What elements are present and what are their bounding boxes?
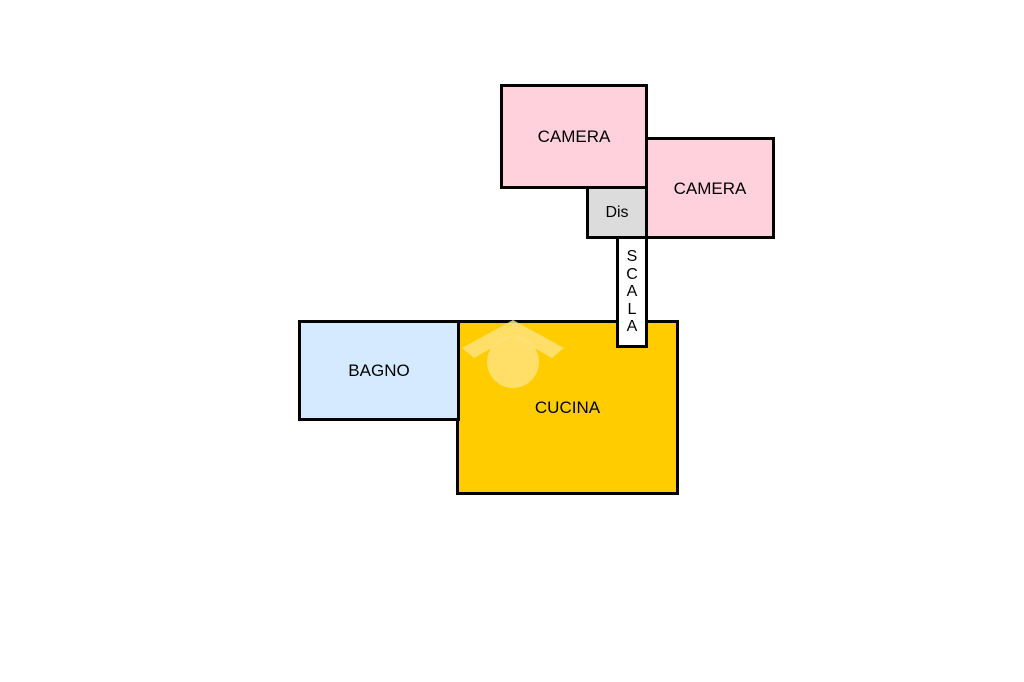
room-bagno: BAGNO bbox=[298, 320, 460, 421]
scala-letter: C bbox=[626, 265, 638, 283]
room-scala: S C A L A bbox=[616, 236, 648, 348]
room-label-camera-2: CAMERA bbox=[673, 178, 747, 198]
room-dis: Dis bbox=[586, 186, 648, 239]
room-camera-2: CAMERA bbox=[645, 137, 775, 239]
scala-letter: A bbox=[626, 318, 638, 336]
scala-letter: L bbox=[627, 300, 637, 318]
room-label-bagno: BAGNO bbox=[348, 361, 410, 380]
room-label-cucina: CUCINA bbox=[534, 398, 601, 417]
room-camera-1: CAMERA bbox=[500, 84, 648, 189]
scala-letter: A bbox=[626, 283, 638, 301]
room-label-dis: Dis bbox=[605, 203, 629, 221]
room-label-camera-1: CAMERA bbox=[537, 127, 611, 146]
scala-letter: S bbox=[626, 248, 638, 266]
